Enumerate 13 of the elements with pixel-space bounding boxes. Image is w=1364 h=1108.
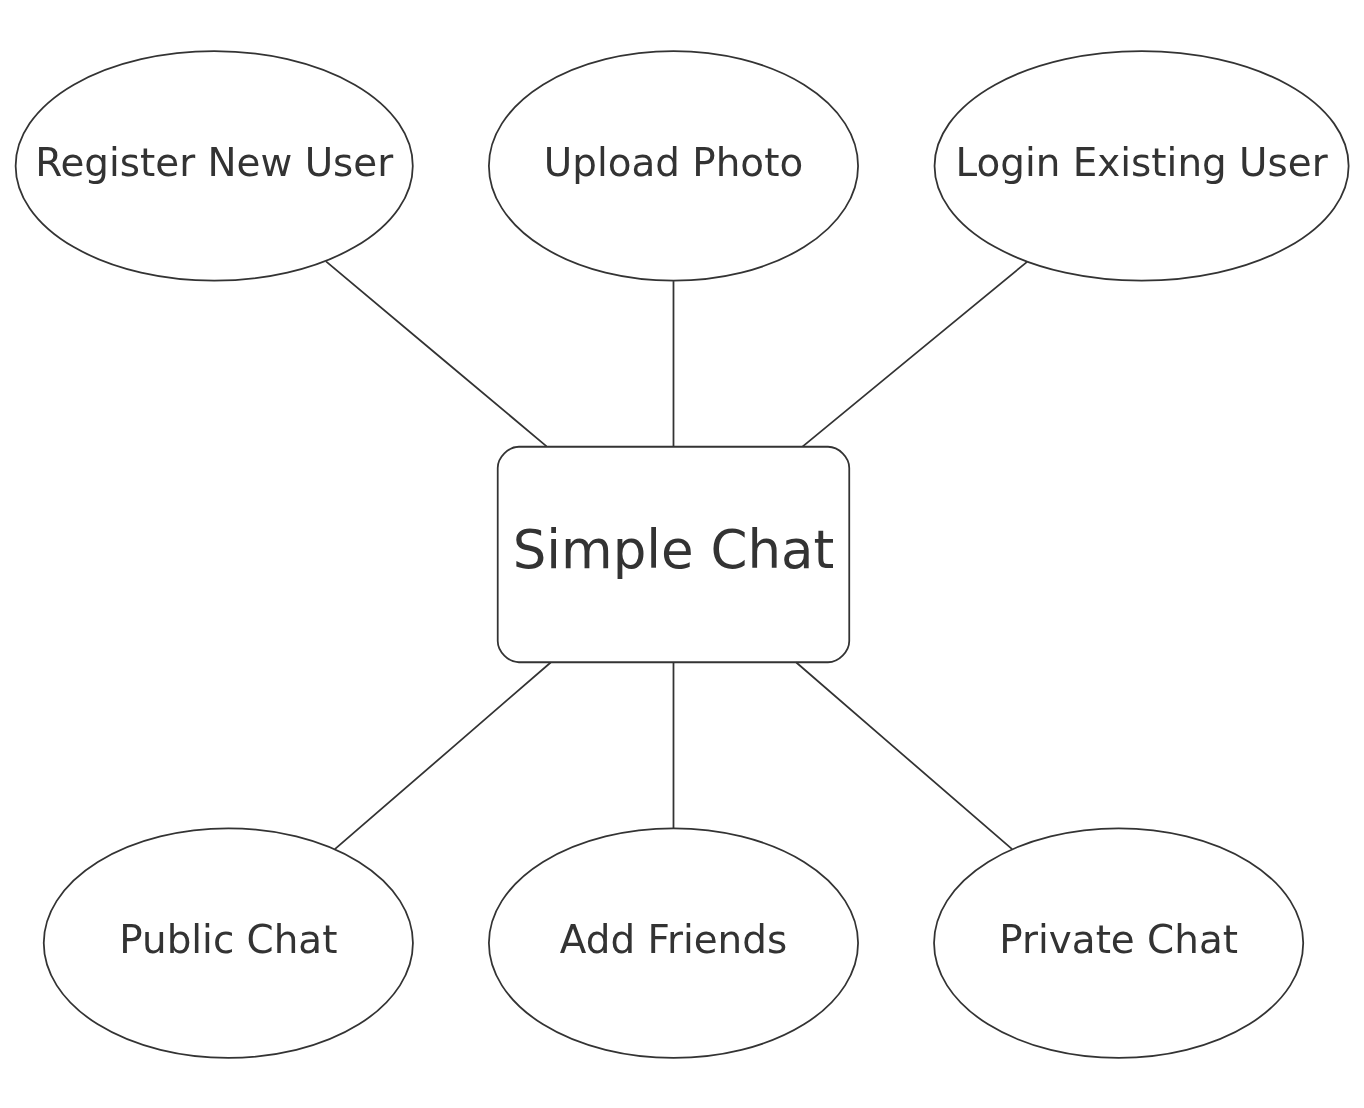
connector — [672, 661, 675, 829]
node-box: Simple Chat — [496, 445, 851, 663]
node-ellipse: Register New User — [14, 49, 414, 282]
connector — [672, 279, 675, 448]
node-ellipse: Private Chat — [933, 826, 1305, 1059]
connector — [325, 259, 548, 447]
node-ellipse: Add Friends — [488, 826, 859, 1059]
node-ellipse: Upload Photo — [488, 49, 859, 282]
node-ellipse: Login Existing User — [933, 49, 1350, 282]
connector — [795, 661, 1013, 850]
node-ellipse: Public Chat — [42, 826, 414, 1059]
connector — [801, 260, 1028, 447]
connector — [334, 661, 552, 850]
